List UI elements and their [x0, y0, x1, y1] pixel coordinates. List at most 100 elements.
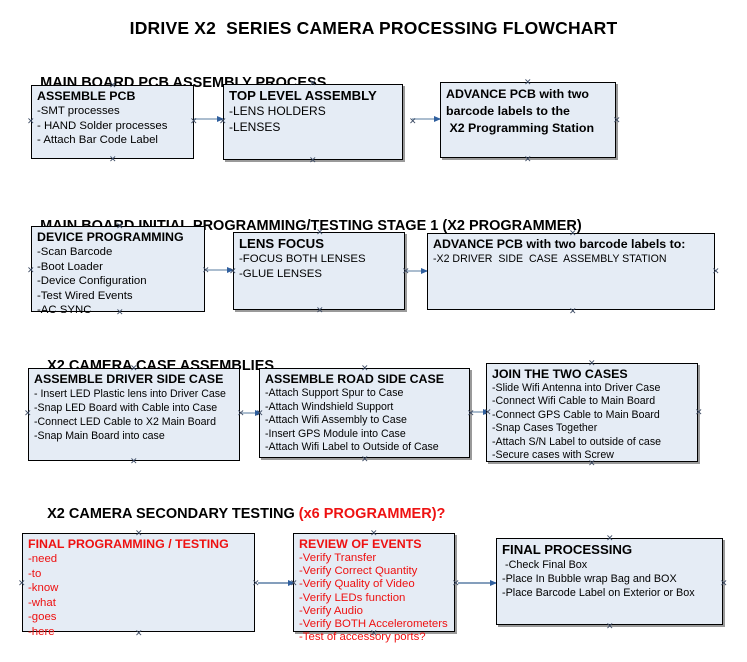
- box-title: ADVANCE PCB with two barcode labels to:: [433, 237, 686, 251]
- box-line: -Check Final Box: [502, 559, 588, 571]
- box-device-programming[interactable]: DEVICE PROGRAMMING -Scan Barcode -Boot L…: [31, 226, 205, 316]
- handle-glyph[interactable]: ✕: [606, 621, 614, 631]
- handle-glyph[interactable]: ✕: [219, 116, 227, 126]
- box-line: -Attach Wifi Assembly to Case: [265, 414, 407, 427]
- handle-glyph[interactable]: ✕: [361, 454, 369, 464]
- handle-glyph[interactable]: ✕: [524, 77, 532, 87]
- box-title: ASSEMBLE PCB: [37, 89, 136, 103]
- box-title: TOP LEVEL ASSEMBLY: [229, 88, 377, 103]
- box-line: -X2 DRIVER SIDE CASE ASSEMBLY STATION: [433, 253, 667, 265]
- handle-glyph[interactable]: ✕: [109, 154, 117, 164]
- box-line: -Attach Support Spur to Case: [265, 387, 404, 399]
- box-line: -Secure cases with Screw: [492, 449, 614, 462]
- box-line: -what: [28, 596, 56, 609]
- handle-glyph[interactable]: ✕: [606, 533, 614, 543]
- handle-glyph[interactable]: ✕: [695, 407, 703, 417]
- handle-glyph[interactable]: ✕: [467, 408, 475, 418]
- handle-glyph[interactable]: ✕: [109, 80, 117, 90]
- handle-glyph[interactable]: ✕: [24, 408, 32, 418]
- box-line: -Place Barcode Label on Exterior or Box: [502, 587, 695, 599]
- box-line: -LENSES: [229, 119, 281, 134]
- handle-glyph[interactable]: ✕: [190, 116, 198, 126]
- box-line: -SMT processes: [37, 105, 120, 117]
- handle-glyph[interactable]: ✕: [135, 528, 143, 538]
- handle-glyph[interactable]: ✕: [116, 221, 124, 231]
- box-line: -goes: [28, 611, 57, 623]
- handle-glyph[interactable]: ✕: [252, 578, 260, 588]
- handle-glyph[interactable]: ✕: [484, 407, 492, 417]
- handle-glyph[interactable]: ✕: [27, 265, 35, 275]
- box-final-programming-testing[interactable]: FINAL PROGRAMMING / TESTING -need -to -k…: [22, 533, 255, 638]
- box-assemble-road-side-case[interactable]: ASSEMBLE ROAD SIDE CASE -Attach Support …: [259, 368, 470, 458]
- box-join-the-two-cases[interactable]: JOIN THE TWO CASES -Slide Wifi Antenna i…: [486, 363, 698, 462]
- handle-glyph[interactable]: ✕: [202, 265, 210, 275]
- box-title: ASSEMBLE DRIVER SIDE CASE: [34, 372, 224, 386]
- handle-glyph[interactable]: ✕: [256, 408, 264, 418]
- box-line: -Snap Main Board into case: [34, 430, 165, 442]
- handle-glyph[interactable]: ✕: [316, 227, 324, 237]
- handle-glyph[interactable]: ✕: [290, 578, 298, 588]
- box-title: ASSEMBLE ROAD SIDE CASE: [265, 372, 444, 386]
- box-line: -Verify LEDs function: [299, 591, 406, 604]
- box-line: - HAND Solder processes: [37, 119, 168, 132]
- box-line: -Place In Bubble wrap Bag and BOX: [502, 573, 677, 585]
- box-lens-focus[interactable]: LENS FOCUS -FOCUS BOTH LENSES -GLUE LENS…: [233, 232, 405, 310]
- handle-glyph[interactable]: ✕: [27, 116, 35, 126]
- handle-glyph[interactable]: ✕: [409, 116, 417, 126]
- handle-glyph[interactable]: ✕: [309, 155, 317, 165]
- box-title: ADVANCE PCB with two barcode labels to t…: [446, 87, 595, 135]
- box-line: - Attach Bar Code Label: [37, 134, 158, 146]
- handle-glyph[interactable]: ✕: [309, 78, 317, 88]
- box-line-overflow: -Test of accessory ports?: [299, 631, 426, 644]
- handle-glyph[interactable]: ✕: [370, 628, 378, 638]
- box-line: -Verify Correct Quantity: [299, 565, 418, 578]
- page-title: IDRIVE X2 SERIES CAMERA PROCESSING FLOWC…: [129, 18, 618, 38]
- box-assemble-driver-side-case[interactable]: ASSEMBLE DRIVER SIDE CASE - Insert LED P…: [28, 368, 240, 461]
- box-review-of-events[interactable]: REVIEW OF EVENTS -Verify Transfer -Verif…: [293, 533, 455, 643]
- handle-glyph[interactable]: ✕: [316, 305, 324, 315]
- handle-glyph[interactable]: ✕: [361, 363, 369, 373]
- handle-glyph[interactable]: ✕: [712, 266, 720, 276]
- handle-glyph[interactable]: ✕: [588, 358, 596, 368]
- handle-glyph[interactable]: ✕: [370, 528, 378, 538]
- box-line: -Scan Barcode: [37, 246, 113, 258]
- box-title: LENS FOCUS: [239, 236, 324, 251]
- handle-glyph[interactable]: ✕: [130, 363, 138, 373]
- box-title: DEVICE PROGRAMMING: [37, 230, 184, 244]
- handle-glyph[interactable]: ✕: [720, 578, 728, 588]
- box-final-processing[interactable]: FINAL PROCESSING -Check Final Box -Place…: [496, 538, 723, 625]
- box-line: -Attach S/N Label to outside of case: [492, 435, 662, 448]
- handle-glyph[interactable]: ✕: [402, 266, 410, 276]
- box-line: -Snap Cases Together: [492, 422, 598, 435]
- box-line: -Slide Wifi Antenna into Driver Case: [492, 382, 661, 394]
- box-line: - Insert LED Plastic lens into Driver Ca…: [34, 388, 226, 400]
- box-line: -FOCUS BOTH LENSES: [239, 253, 366, 265]
- box-title: REVIEW OF EVENTS: [299, 537, 422, 551]
- handle-glyph[interactable]: ✕: [135, 628, 143, 638]
- box-advance-pcb-driver-side-station[interactable]: ADVANCE PCB with two barcode labels to: …: [427, 233, 715, 310]
- handle-glyph[interactable]: ✕: [116, 307, 124, 317]
- box-line: -Connect Wifi Cable to Main Board: [492, 395, 656, 408]
- box-title: JOIN THE TWO CASES: [492, 367, 628, 381]
- handle-glyph[interactable]: ✕: [524, 154, 532, 164]
- box-assemble-pcb[interactable]: ASSEMBLE PCB -SMT processes - HAND Solde…: [31, 85, 194, 159]
- box-line: -Insert GPS Module into Case: [265, 427, 406, 440]
- section-heading-4-accent: (x6 PROGRAMMER)?: [298, 506, 446, 522]
- handle-glyph[interactable]: ✕: [237, 408, 245, 418]
- box-advance-pcb-programming-station[interactable]: ADVANCE PCB with two barcode labels to t…: [440, 82, 616, 158]
- box-line: -to: [28, 567, 42, 580]
- box-line: -Connect GPS Cable to Main Board: [492, 408, 660, 421]
- box-line: -Verify Quality of Video: [299, 578, 415, 591]
- handle-glyph[interactable]: ✕: [18, 578, 26, 588]
- handle-glyph[interactable]: ✕: [613, 115, 621, 125]
- box-line: -need: [28, 553, 58, 565]
- handle-glyph[interactable]: ✕: [229, 266, 237, 276]
- box-line: -Verify BOTH Accelerometers: [299, 618, 448, 631]
- handle-glyph[interactable]: ✕: [452, 578, 460, 588]
- box-top-level-assembly[interactable]: TOP LEVEL ASSEMBLY -LENS HOLDERS -LENSES: [223, 84, 403, 160]
- handle-glyph[interactable]: ✕: [569, 306, 577, 316]
- handle-glyph[interactable]: ✕: [588, 458, 596, 468]
- handle-glyph[interactable]: ✕: [130, 456, 138, 466]
- handle-glyph[interactable]: ✕: [569, 228, 577, 238]
